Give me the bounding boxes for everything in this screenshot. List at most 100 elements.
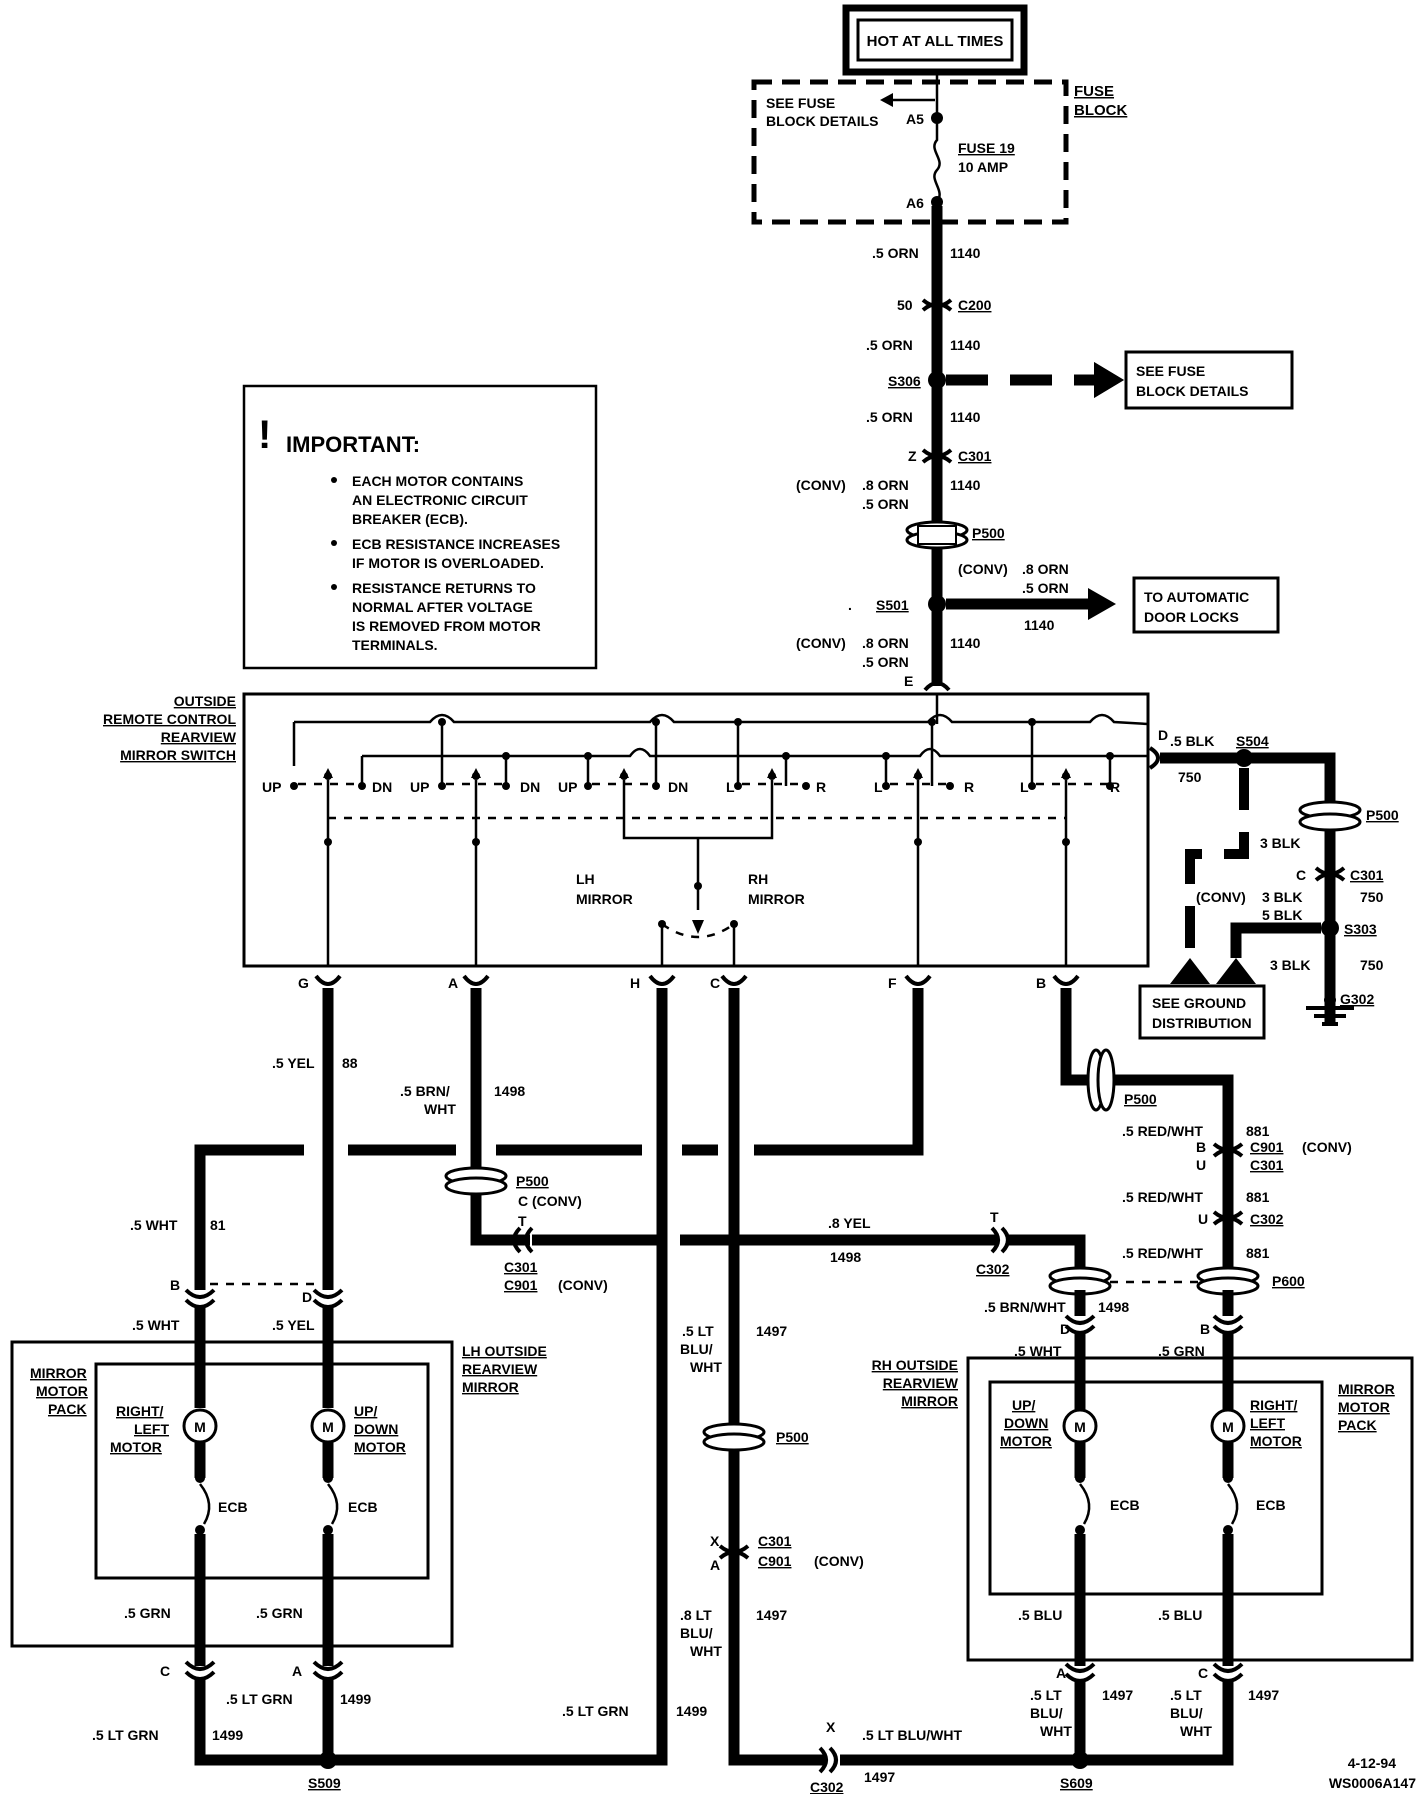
svg-text:L: L [874,779,883,795]
svg-text:.8 ORN: .8 ORN [1022,561,1069,577]
svg-text:A: A [710,1557,720,1573]
svg-text:1140: 1140 [950,409,981,425]
svg-text:881: 881 [1246,1123,1270,1139]
svg-text:MIRROR: MIRROR [462,1379,519,1395]
svg-text:C302: C302 [976,1261,1010,1277]
svg-text:M: M [194,1419,206,1435]
svg-text:RESISTANCE RETURNS TO: RESISTANCE RETURNS TO [352,580,536,596]
svg-text:1497: 1497 [1102,1687,1133,1703]
svg-text:C (CONV): C (CONV) [518,1193,582,1209]
svg-text:1499: 1499 [676,1703,707,1719]
svg-text:(CONV): (CONV) [1302,1139,1352,1155]
svg-text:C: C [710,975,720,991]
svg-text:MOTOR: MOTOR [36,1383,88,1399]
svg-text:81: 81 [210,1217,226,1233]
svg-text:1140: 1140 [950,477,981,493]
svg-text:S303: S303 [1344,921,1377,937]
svg-text:ECB RESISTANCE INCREASES: ECB RESISTANCE INCREASES [352,536,560,552]
diagram-date: 4-12-94 [1348,1755,1396,1771]
important-title: IMPORTANT: [286,432,420,457]
svg-text:F: F [888,975,897,991]
svg-text:1498: 1498 [1098,1299,1129,1315]
svg-text:D: D [1060,1321,1070,1337]
svg-text:.5 ORN: .5 ORN [866,409,913,425]
svg-text:1140: 1140 [950,635,981,651]
svg-text:DN: DN [372,779,392,795]
svg-text:1497: 1497 [756,1323,787,1339]
svg-text:P500: P500 [776,1429,809,1445]
svg-text:NORMAL AFTER VOLTAGE: NORMAL AFTER VOLTAGE [352,599,533,615]
svg-text:.5 ORN: .5 ORN [862,496,909,512]
svg-text:881: 881 [1246,1189,1270,1205]
svg-text:.5 ORN: .5 ORN [866,337,913,353]
svg-text:1497: 1497 [756,1607,787,1623]
svg-text:(CONV): (CONV) [796,477,846,493]
diagram-code: WS0006A147 [1329,1775,1416,1791]
svg-text:AN ELECTRONIC CIRCUIT: AN ELECTRONIC CIRCUIT [352,492,528,508]
fuse-block: FUSE BLOCK SEE FUSE BLOCK DETAILS A5 FUS… [751,79,1127,225]
svg-text:M: M [1074,1419,1086,1435]
svg-text:.5 LT GRN: .5 LT GRN [562,1703,629,1719]
svg-text:BLOCK DETAILS: BLOCK DETAILS [1136,383,1249,399]
svg-text:.5 WHT: .5 WHT [130,1217,178,1233]
svg-text:LH OUTSIDE: LH OUTSIDE [462,1343,547,1359]
svg-text:.5 LT: .5 LT [1030,1687,1062,1703]
svg-text:(CONV): (CONV) [796,635,846,651]
svg-text:S609: S609 [1060,1775,1093,1791]
svg-text:B: B [1036,975,1046,991]
svg-text:.: . [848,597,852,613]
hot-at-all-times-label: HOT AT ALL TIMES [867,33,1004,50]
svg-text:(CONV): (CONV) [1196,889,1246,905]
important-box: ! IMPORTANT: EACH MOTOR CONTAINS AN ELEC… [242,384,598,670]
svg-text:LEFT: LEFT [134,1421,169,1437]
svg-text:3 BLK: 3 BLK [1260,835,1300,851]
svg-text:.5 RED/WHT: .5 RED/WHT [1122,1245,1203,1261]
svg-text:B: B [1200,1321,1210,1337]
svg-text:5 BLK: 5 BLK [1262,907,1302,923]
svg-text:1498: 1498 [494,1083,525,1099]
svg-text:C301: C301 [1250,1157,1284,1173]
svg-text:.5 LT: .5 LT [1170,1687,1202,1703]
svg-text:C200: C200 [958,297,992,313]
svg-text:MIRROR: MIRROR [1338,1381,1395,1397]
svg-text:C301: C301 [758,1533,792,1549]
svg-text:.5 GRN: .5 GRN [124,1605,171,1621]
svg-text:EACH MOTOR CONTAINS: EACH MOTOR CONTAINS [352,473,523,489]
svg-text:WHT: WHT [690,1359,722,1375]
svg-text:UP: UP [410,779,429,795]
svg-text:MIRROR: MIRROR [748,891,805,907]
svg-text:U: U [1198,1211,1208,1227]
svg-text:.5 LT GRN: .5 LT GRN [92,1727,159,1743]
svg-text:MIRROR SWITCH: MIRROR SWITCH [120,747,236,763]
svg-text:UP: UP [558,779,577,795]
svg-text:WHT: WHT [1040,1723,1072,1739]
svg-text:X: X [710,1533,720,1549]
svg-text:88: 88 [342,1055,358,1071]
svg-text:LH: LH [576,871,595,887]
svg-text:ECB: ECB [1110,1497,1140,1513]
svg-text:X: X [826,1719,836,1735]
pin-a5-label: A5 [906,111,924,127]
hot-at-all-times-box: HOT AT ALL TIMES [842,4,1028,76]
svg-text:G: G [298,975,309,991]
svg-text:.5 GRN: .5 GRN [1158,1343,1205,1359]
svg-text:C302: C302 [810,1779,844,1794]
arrow-left-icon [880,93,893,107]
svg-text:C301: C301 [504,1259,538,1275]
svg-text:3 BLK: 3 BLK [1270,957,1310,973]
svg-text:M: M [1222,1419,1234,1435]
svg-text:A: A [292,1663,302,1679]
svg-text:1140: 1140 [950,245,981,261]
svg-text:U: U [1196,1157,1206,1173]
svg-text:REMOTE CONTROL: REMOTE CONTROL [103,711,236,727]
fuse-block-title-2: BLOCK [1074,102,1127,119]
svg-text:.5 WHT: .5 WHT [1014,1343,1062,1359]
svg-text:SEE FUSE: SEE FUSE [1136,363,1205,379]
svg-text:DOOR LOCKS: DOOR LOCKS [1144,609,1239,625]
svg-text:S509: S509 [308,1775,341,1791]
svg-text:L: L [1020,779,1029,795]
svg-text:MOTOR: MOTOR [1000,1433,1052,1449]
rh-mirror-circuit: P500 .5 RED/WHT 881 B U C901 C301 (CONV)… [872,988,1414,1791]
svg-text:BLU/: BLU/ [1030,1705,1063,1721]
svg-text:P500: P500 [972,525,1005,541]
